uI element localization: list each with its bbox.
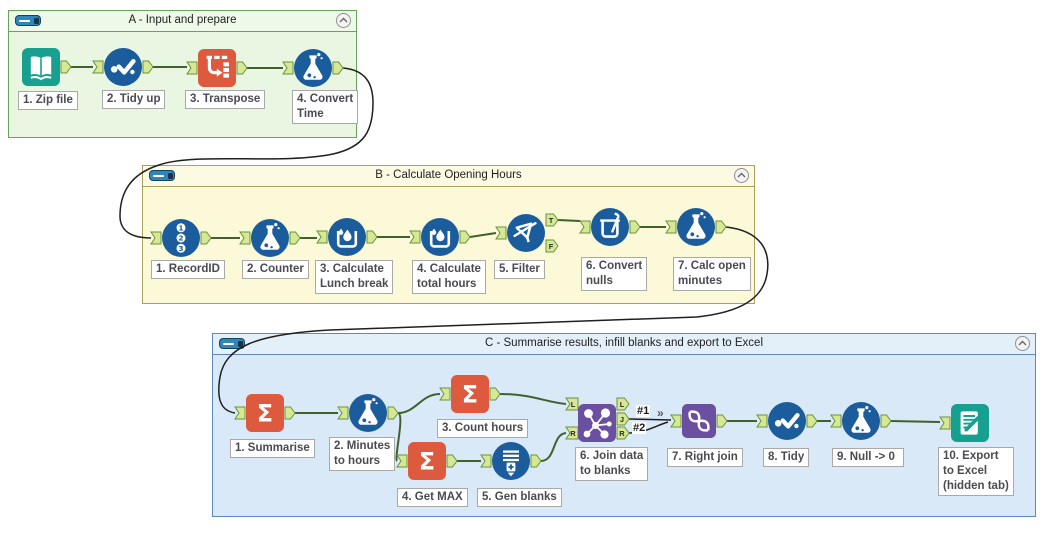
container-title: B - Calculate Opening Hours [375,169,522,181]
tool-7-calc-open[interactable] [677,208,715,246]
transpose-tool-icon [198,49,236,87]
formula-tool-icon [677,208,715,246]
container-enable-toggle-icon[interactable] [149,170,175,181]
container-header: C - Summarise results, infill blanks and… [213,334,1035,355]
formula-tool-icon [349,394,387,432]
connection-label: #2 [632,422,647,434]
multirow-tool-icon [328,218,366,256]
tool-1-recordid-annotation: 1. RecordID [151,260,225,279]
select-tool-icon [768,402,806,440]
container-enable-toggle-icon[interactable] [219,338,245,349]
chevron-up-icon [339,17,348,23]
tool-7-right-join[interactable] [682,404,716,438]
collapse-button[interactable] [734,168,749,183]
tool-2-tidy-up[interactable] [104,48,142,86]
tool-2-minutes[interactable] [349,394,387,432]
tool-6-join-data[interactable] [578,404,616,442]
tool-3-count-hours[interactable]: Σ [451,375,489,413]
multi-connection-icon: » [657,406,664,420]
genrows-tool-icon [492,442,530,480]
tool-6-convert[interactable] [591,208,629,246]
tool-4-calculate[interactable] [421,218,459,256]
container-enable-toggle-icon[interactable] [15,15,41,26]
tool-5-gen-blanks-annotation: 5. Gen blanks [477,488,562,507]
tool-2-counter-annotation: 2. Counter [242,260,309,279]
input-tool-icon [22,48,60,86]
chevron-up-icon [1018,340,1027,346]
summarize-tool-icon: Σ [246,394,284,432]
svg-text:2: 2 [178,234,183,243]
tool-1-summarise-annotation: 1. Summarise [230,439,315,458]
tool-4-get-max-annotation: 4. Get MAX [397,488,468,507]
container-title: A - Input and prepare [128,14,237,26]
tool-5-gen-blanks[interactable] [492,442,530,480]
formula-tool-icon [251,219,289,257]
tool-8-tidy[interactable] [768,402,806,440]
tool-3-calculate[interactable] [328,218,366,256]
svg-text:Σ: Σ [419,448,435,476]
summarize-tool-icon: Σ [408,442,446,480]
svg-text:3: 3 [178,244,183,253]
svg-text:1: 1 [178,223,183,232]
collapse-button[interactable] [1015,336,1030,351]
tool-10-export[interactable] [951,404,989,442]
recordid-tool-icon: 1 23 [162,219,200,257]
tool-2-tidy-up-annotation: 2. Tidy up [102,90,166,109]
multifield-tool-icon [591,208,629,246]
join-tool-icon [578,404,616,442]
tool-3-transpose[interactable] [198,49,236,87]
output-tool-icon [951,404,989,442]
tool-9-null-0[interactable] [842,402,880,440]
tool-1-zip-file-annotation: 1. Zip file [18,91,78,110]
multirow-tool-icon [421,218,459,256]
tool-5-filter-annotation: 5. Filter [494,260,545,279]
tool-1-zip-file[interactable] [22,48,60,86]
select-tool-icon [104,48,142,86]
svg-text:Σ: Σ [257,400,273,428]
container-title: C - Summarise results, infill blanks and… [484,337,764,349]
tool-7-right-join-annotation: 7. Right join [667,448,743,467]
tool-3-transpose-annotation: 3. Transpose [185,90,266,109]
formula-tool-icon [294,49,332,87]
connection-label: #1 [636,405,651,417]
tool-4-convert[interactable] [294,49,332,87]
formula-tool-icon [842,402,880,440]
chevron-up-icon [737,172,746,178]
tool-3-count-hours-annotation: 3. Count hours [437,419,529,438]
filter-tool-icon [507,214,545,252]
collapse-button[interactable] [336,13,351,28]
tool-9-null-0-annotation: 9. Null -> 0 [832,448,904,467]
container-c-summarise-export: C - Summarise results, infill blanks and… [212,333,1036,517]
tool-5-filter[interactable] [507,214,545,252]
tool-4-get-max[interactable]: Σ [408,442,446,480]
svg-text:Σ: Σ [462,381,478,409]
tool-8-tidy-annotation: 8. Tidy [763,448,810,467]
container-header: B - Calculate Opening Hours [143,166,754,187]
summarize-tool-icon: Σ [451,375,489,413]
union-tool-icon [682,404,716,438]
tool-2-counter[interactable] [251,219,289,257]
container-header: A - Input and prepare [9,11,356,32]
tool-1-summarise[interactable]: Σ [246,394,284,432]
